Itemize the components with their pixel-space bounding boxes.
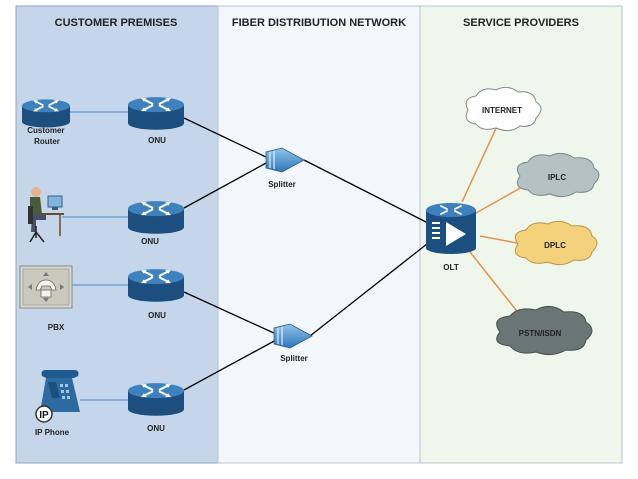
onu-4-icon [126,382,186,417]
link-olt-dplc [479,235,523,245]
dplc-label: DPLC [544,241,566,250]
ip-badge-label: IP [39,410,49,421]
pstn-isdn-cloud-icon [496,306,593,356]
fiber-splitter2-olt [309,239,433,337]
iplc-cloud-icon [516,152,600,198]
onu-2-label: ONU [141,237,159,246]
fiber-onu2-splitter1 [183,161,269,209]
splitter-2-icon [273,323,313,349]
onu-1-icon [126,96,186,131]
internet-label: INTERNET [482,106,522,115]
iplc-label: IPLC [548,173,566,182]
customer-premises-title: CUSTOMER PREMISES [55,17,178,29]
customer-router-label: Customer Router [27,126,67,146]
onu-3-icon [126,268,186,303]
onu-1-label: ONU [148,136,166,145]
ip-phone-label: IP Phone [35,428,70,437]
link-olt-iplc [475,185,525,214]
splitter-1-icon [265,147,305,173]
olt-icon [426,203,476,254]
internet-cloud-icon [465,86,542,132]
link-olt-pstn [469,251,525,321]
service-providers-title: SERVICE PROVIDERS [463,17,579,29]
splitter-2-label: Splitter [280,354,308,363]
onu-3-label: ONU [148,311,166,320]
link-olt-internet [461,123,499,203]
onu-2-icon [126,200,186,235]
fiber-onu3-splitter2 [183,291,277,335]
fiber-onu1-splitter1 [183,117,269,159]
splitter-1-label: Splitter [268,180,296,189]
ip-phone-icon: IP [35,370,80,423]
customer-router-icon [21,98,71,129]
pbx-icon [19,265,73,309]
fiber-onu4-splitter2 [183,339,277,391]
fiber-splitter1-olt [303,159,427,223]
onu-4-label: ONU [147,424,165,433]
fiber-network-title: FIBER DISTRIBUTION NETWORK [232,17,406,29]
pstn-isdn-label: PSTN/ISDN [519,329,562,338]
user-workstation-icon [28,187,64,243]
dplc-cloud-icon [514,220,598,266]
fiber-distribution-zone [217,5,421,464]
pbx-label: PBX [48,323,65,332]
olt-label: OLT [443,263,459,272]
